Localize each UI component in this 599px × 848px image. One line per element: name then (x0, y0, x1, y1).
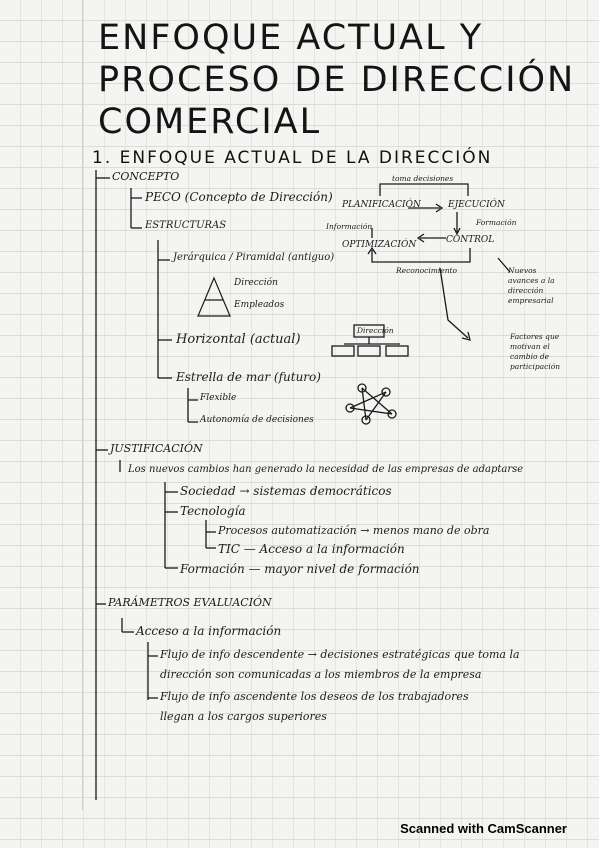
informacion-label: Información (326, 222, 373, 231)
autonomia-label: Autonomía de decisiones (200, 415, 314, 425)
concepto-label: CONCEPTO (112, 170, 180, 183)
flujo-descendente-line-1: Flujo de info descendente → decisiones e… (160, 648, 520, 661)
title-line-1: ENFOQUE ACTUAL Y (98, 18, 484, 58)
toma-decisiones-label: toma decisiones (392, 174, 454, 183)
reconocimiento-label: Reconocimiento (396, 266, 458, 275)
estructuras-label: ESTRUCTURAS (145, 220, 227, 231)
flexible-label: Flexible (200, 393, 237, 403)
section-heading: 1. ENFOQUE ACTUAL DE LA DIRECCIÓN (92, 148, 493, 168)
note-nuevos-avances: Nuevos avances a la dirección empresaria… (508, 266, 555, 305)
horizontal-label: Horizontal (actual) (176, 332, 301, 347)
formacion-item: Formación — mayor nivel de formación (180, 562, 420, 576)
pyramid-base-label: Empleados (234, 300, 285, 310)
estrella-label: Estrella de mar (futuro) (176, 370, 321, 384)
margin-line (82, 0, 83, 810)
flujo-descendente-line-2: dirección son comunicadas a los miembros… (160, 668, 482, 681)
pyramid-top-label: Dirección (234, 278, 278, 288)
planificacion-label: PLANIFICACIÓN (342, 200, 421, 210)
tecnologia-item: Tecnología (180, 504, 246, 518)
ejecucion-label: EJECUCIÓN (448, 200, 505, 210)
justificacion-intro: Los nuevos cambios han generado la neces… (128, 464, 524, 475)
tic-item: TIC — Acceso a la información (218, 542, 405, 556)
flujo-ascendente-line-1: Flujo de info ascendente los deseos de l… (160, 690, 469, 703)
procesos-item: Procesos automatización → menos mano de … (218, 524, 490, 537)
justificacion-heading: JUSTIFICACIÓN (110, 442, 203, 455)
note-factores: Factores que motivan el cambio de partic… (510, 332, 561, 371)
org-chart-box-label: Dirección (357, 326, 394, 335)
title-line-2: PROCESO DE DIRECCIÓN (98, 60, 576, 100)
title-line-3: COMERCIAL (98, 102, 322, 142)
sociedad-item: Sociedad → sistemas democráticos (180, 484, 392, 498)
peco-label: PECO (Concepto de Dirección) (145, 190, 333, 204)
jerarquica-label: Jerárquica / Piramidal (antiguo) (173, 252, 335, 263)
flujo-ascendente-line-2: llegan a los cargos superiores (160, 710, 327, 723)
optimizacion-label: OPTIMIZACIÓN (342, 240, 417, 250)
parametros-heading: PARÁMETROS EVALUACIÓN (108, 596, 272, 609)
scanner-watermark: Scanned with CamScanner (400, 821, 567, 836)
control-label: CONTROL (446, 235, 495, 245)
formacion-diagram-label: Formación (476, 218, 517, 227)
acceso-item: Acceso a la información (136, 624, 282, 638)
